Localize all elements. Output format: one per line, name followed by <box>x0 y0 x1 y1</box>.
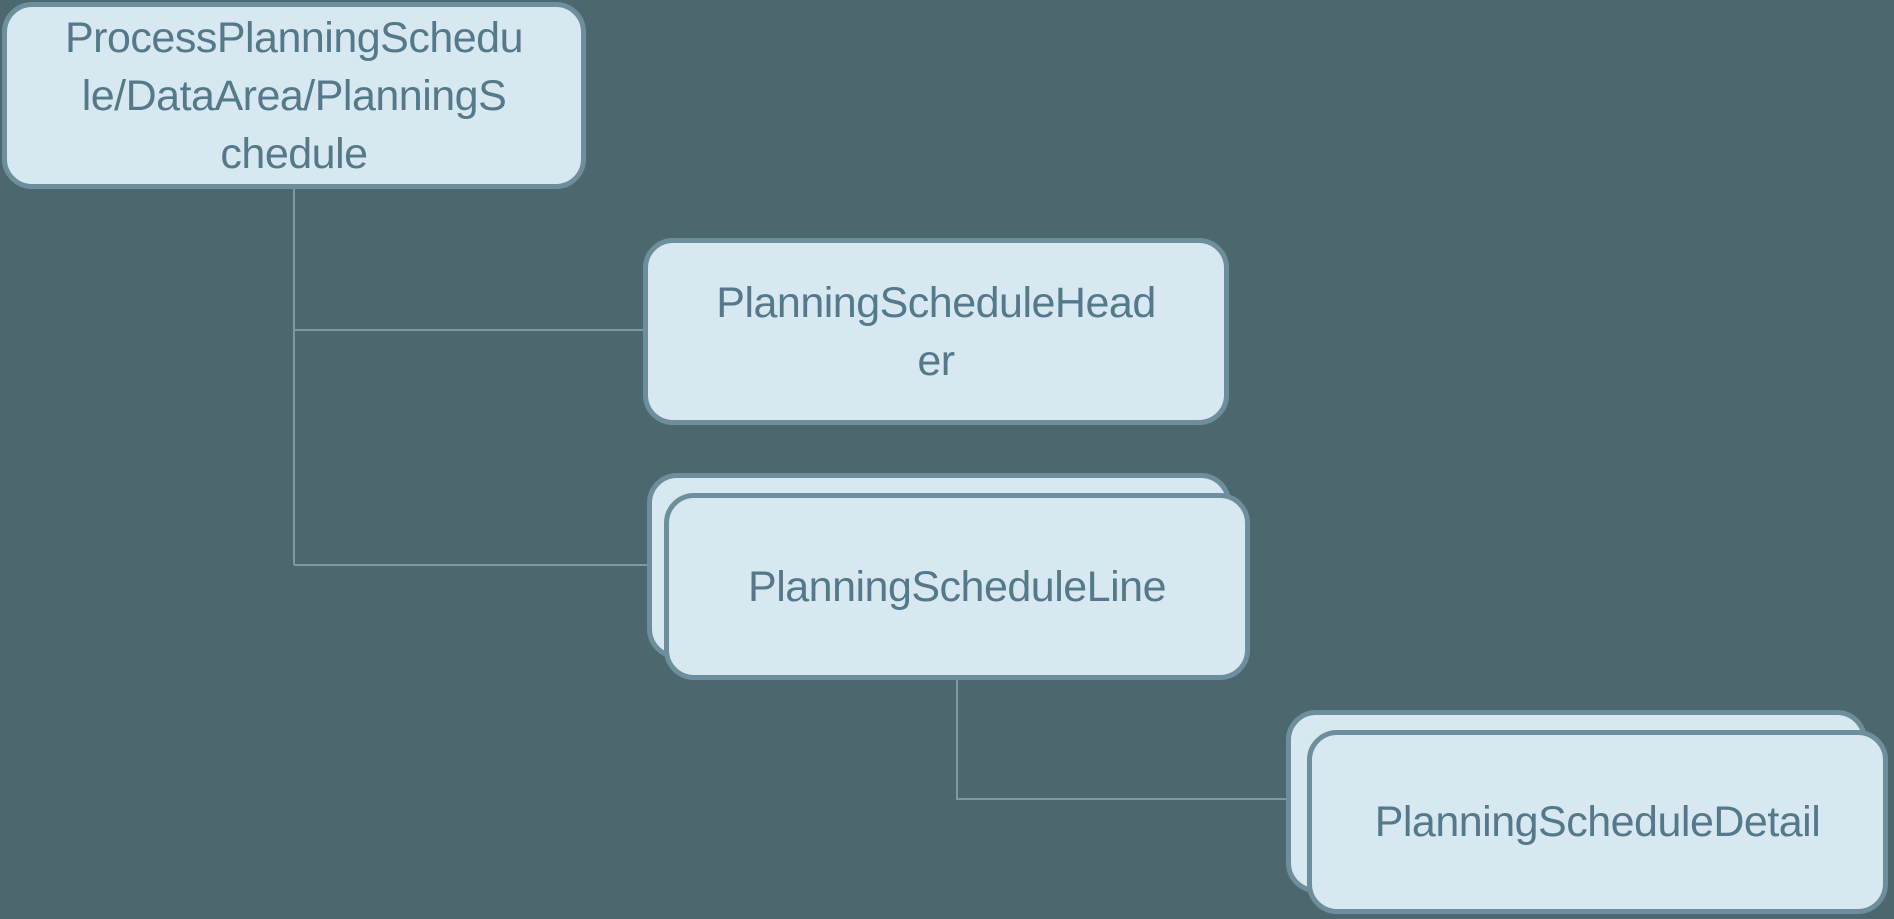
node-label-line: er <box>917 336 955 385</box>
tree-node-processplanningschedule: ProcessPlanningSchedu le/DataArea/Planni… <box>2 2 586 189</box>
connector-line-to-detail <box>956 798 1290 800</box>
node-label: ProcessPlanningSchedu le/DataArea/Planni… <box>15 9 573 183</box>
node-label-line: PlanningScheduleHead <box>716 278 1156 327</box>
tree-node-planningscheduledetail: PlanningScheduleDetail <box>1307 730 1888 914</box>
node-label-line: ProcessPlanningSchedu <box>64 13 524 62</box>
node-label-line: PlanningScheduleLine <box>748 562 1166 611</box>
tree-node-planningscheduleheader: PlanningScheduleHead er <box>643 238 1229 425</box>
connector-line-trunk <box>956 679 958 800</box>
node-label-line: PlanningScheduleDetail <box>1374 798 1821 846</box>
connector-root-trunk <box>293 188 295 565</box>
tree-node-planningscheduleline: PlanningScheduleLine <box>664 493 1250 680</box>
connector-root-to-line <box>294 564 650 566</box>
node-label: PlanningScheduleDetail <box>1320 793 1875 851</box>
node-label-line: chedule <box>220 129 368 178</box>
node-label: PlanningScheduleLine <box>677 558 1237 616</box>
connector-root-to-header <box>294 329 646 331</box>
node-label-line: le/DataArea/PlanningS <box>81 71 507 120</box>
node-label: PlanningScheduleHead er <box>656 274 1216 390</box>
